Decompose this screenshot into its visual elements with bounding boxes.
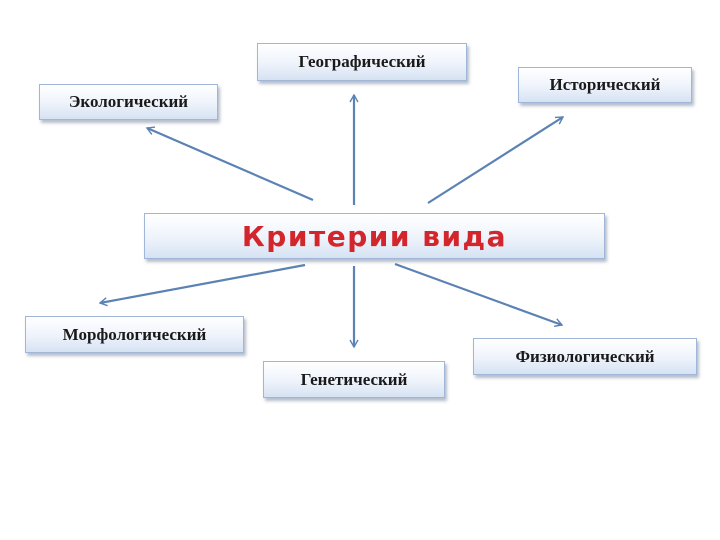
box-center: Критерии вида xyxy=(144,213,605,259)
box-ecological: Экологический xyxy=(39,84,218,120)
box-genetic: Генетический xyxy=(263,361,445,398)
label-center: Критерии вида xyxy=(241,219,508,253)
label-morphological: Морфологический xyxy=(62,324,207,344)
arrow-to-ecological xyxy=(145,126,314,202)
label-historical: Исторический xyxy=(549,75,661,94)
arrow-to-morphological xyxy=(98,263,306,307)
box-historical: Исторический xyxy=(518,67,692,103)
box-physiological: Физиологический xyxy=(473,338,697,375)
arrow-to-historical xyxy=(427,116,565,204)
label-geographic: Географический xyxy=(298,52,426,71)
box-morphological: Морфологический xyxy=(25,316,244,353)
arrow-to-physiological xyxy=(394,262,564,328)
label-ecological: Экологический xyxy=(68,92,189,111)
box-geographic: Географический xyxy=(257,43,467,81)
label-physiological: Физиологический xyxy=(515,346,655,366)
label-genetic: Генетический xyxy=(300,369,408,389)
